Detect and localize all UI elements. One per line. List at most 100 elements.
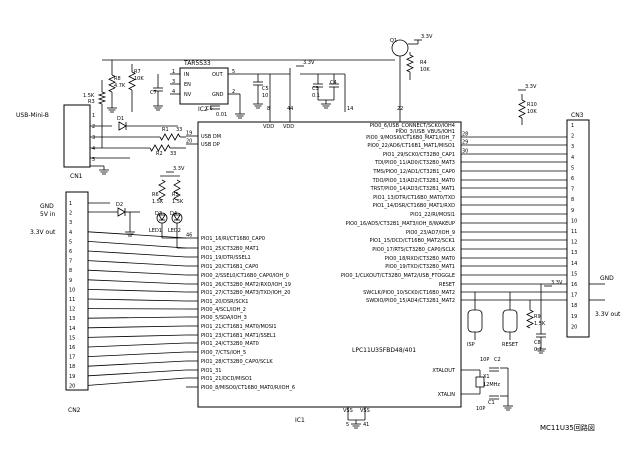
ic1-top-pin-name: VDD	[263, 124, 274, 130]
cn2-net	[87, 241, 187, 249]
c1-value: 10P	[476, 406, 485, 412]
r8	[108, 74, 116, 93]
q1-label: Q1	[390, 38, 397, 44]
ic1-right-pin-name: XTALIN	[438, 392, 456, 398]
isp-label: ISP	[467, 342, 475, 348]
cn2-pin-num: 17	[69, 355, 75, 361]
ic1-left-pin-name: PIO0_4/SCL/IOH_2	[201, 307, 246, 313]
pin-14: 14	[347, 106, 353, 112]
ic1-right-pin-name: XTALOUT	[432, 368, 456, 374]
cn2-net	[87, 289, 187, 293]
ic1-right-pin-name: TMS/PIO0_12/AD1/CT32B1_CAP0	[372, 169, 455, 175]
ic1-right-pin-name: PIO0_22/AD6/CT16B1_MAT1/MISO1	[367, 143, 455, 149]
r9-value: 1.5K	[534, 321, 546, 327]
r6-value: 1.5K	[152, 199, 164, 205]
ic2-pin-num: 5	[232, 69, 235, 75]
vcc-label: 3.3V	[525, 84, 537, 90]
r1-label: R1	[162, 127, 169, 133]
cn2-pin-num: 15	[69, 335, 75, 341]
vcc-label: 3.3V	[551, 280, 563, 286]
led2-label: LED2	[168, 228, 181, 234]
ic2-body	[179, 67, 229, 105]
ic2-pin-name: OUT	[212, 72, 224, 78]
cn3-pin-num: 14	[571, 261, 577, 267]
r4-label: R4	[420, 60, 427, 66]
ic1-left-pin-name: USB DP	[201, 142, 220, 148]
r2-value: 33	[170, 151, 176, 157]
cn1-label: USB-Mini-B	[16, 112, 49, 119]
cn3-pin-num: 11	[571, 229, 577, 235]
ic1-body	[197, 121, 462, 408]
cn1-name: CN1	[70, 173, 83, 180]
ic1-left-pin-num: 46	[186, 233, 192, 239]
cn3-pin-num: 6	[571, 176, 574, 182]
vcc-label: 3.3V	[303, 60, 315, 66]
r7-value: 10K	[134, 76, 144, 82]
ic1-left-pin-name: PIO1_27/CT32B0_MAT3/TXD/IOH_20	[201, 290, 291, 296]
ic1-left-pin-name: PIO1_20/CT16B1_CAP0	[201, 264, 258, 270]
ic1-right-pin-name: SWDIO/PIO0_15/AD4/CT32B1_MAT2	[366, 298, 455, 304]
cn3-pin-num: 13	[571, 250, 577, 256]
r4	[406, 54, 414, 73]
cn3-pin-num: 1	[571, 123, 574, 129]
ic1-right-pin-name: PIO0_9/MOSI0/CT16B0_MAT1/IOH_7	[366, 135, 455, 141]
ic1-left-pin-name: PIO1_19/DTR/SSEL1	[201, 255, 251, 261]
ic1-left-pin-name: PIO1_26/CT32B0_MAT2/RXD/IOH_19	[201, 282, 291, 288]
r3	[97, 91, 107, 105]
ic1-bottom-pin-name: VSS	[360, 408, 370, 414]
cn3-pin-num: 3	[571, 144, 574, 150]
cn1-pin-num: 1	[92, 113, 95, 119]
ic2-pin-name: IN	[184, 72, 189, 78]
ic1-right-pin-num: 30	[462, 149, 468, 155]
cn3-pin-num: 17	[571, 293, 577, 299]
cn3-pin-num: 2	[571, 134, 574, 140]
ic1-left-pin-name: PIO1_28/CT32B0_CAP0/SCLK	[201, 359, 273, 365]
ic1-right-pin-num: 29	[462, 140, 468, 146]
schematic-title: MC11U35回路図	[540, 423, 595, 432]
ic1-bottom-pin-name: VSS	[343, 408, 353, 414]
r5	[173, 179, 181, 201]
ic1-left-pin-name: PIO1_21/CT16B1_MAT0/MOSI1	[201, 324, 277, 330]
d3	[156, 212, 168, 224]
cn3-pin-num: 12	[571, 240, 577, 246]
ic2-part: TAR5S33	[183, 60, 211, 67]
cn2-pin-num: 14	[69, 326, 75, 332]
r8-value: 4.7K	[114, 83, 126, 89]
d2-label: D2	[116, 202, 123, 208]
cn2-net	[87, 325, 187, 329]
ic1-top-pin-num: 44	[287, 106, 293, 112]
ic1-left-pin-name: PIO1_20/DSR/SCK1	[201, 299, 248, 305]
r8-label: R8	[114, 76, 121, 82]
cn3-pin-num: 10	[571, 218, 577, 224]
cn2-pin-num: 4	[69, 230, 72, 236]
ic1-right-pin-name: SWCLK/PIO0_10/SCK0/CT16B0_MAT2	[363, 290, 455, 296]
r10-value: 10K	[527, 109, 537, 115]
cn2-label-5v: 5V in	[40, 211, 55, 218]
cn2-name: CN2	[68, 407, 81, 414]
ic1-top-pin-num: 22	[397, 106, 403, 112]
cn3-body	[566, 119, 590, 338]
r10-label: R10	[527, 102, 537, 108]
ic1-top-pin-name: VDD	[283, 124, 294, 130]
x1-label: X1	[483, 374, 490, 380]
ic1-left-pin-name: PIO1_24/CT32B0_MAT0	[201, 341, 259, 347]
cn2-net	[87, 342, 187, 348]
cn2-pin-num: 18	[69, 364, 75, 370]
ic2-pin-num: 3	[172, 79, 175, 85]
ic1-left-pin-name: PIO0_7/CTS/IOH_5	[201, 350, 246, 356]
cn3-pin-num: 4	[571, 155, 574, 161]
c2-label: C2	[494, 357, 501, 363]
cn3-name: CN3	[571, 112, 584, 119]
r5-label: R5	[172, 192, 179, 198]
ic2-pin-name: GND	[212, 92, 224, 98]
ic1-right-pin-name: PIO1_29/SCK0/CT32B0_CAP1	[383, 152, 455, 158]
c3-label: C3	[312, 86, 319, 92]
ic2-pin-num: 2	[232, 89, 235, 95]
cn3-pin-num: 8	[571, 197, 574, 203]
c4-label: C4	[330, 80, 337, 86]
cn2-net	[87, 231, 187, 239]
cn2-net	[87, 269, 187, 276]
cn2-net	[87, 360, 187, 367]
ic1-right-pin-name: PIO0_6/USB_CONNECT/SCK0/IOH4	[370, 123, 455, 129]
